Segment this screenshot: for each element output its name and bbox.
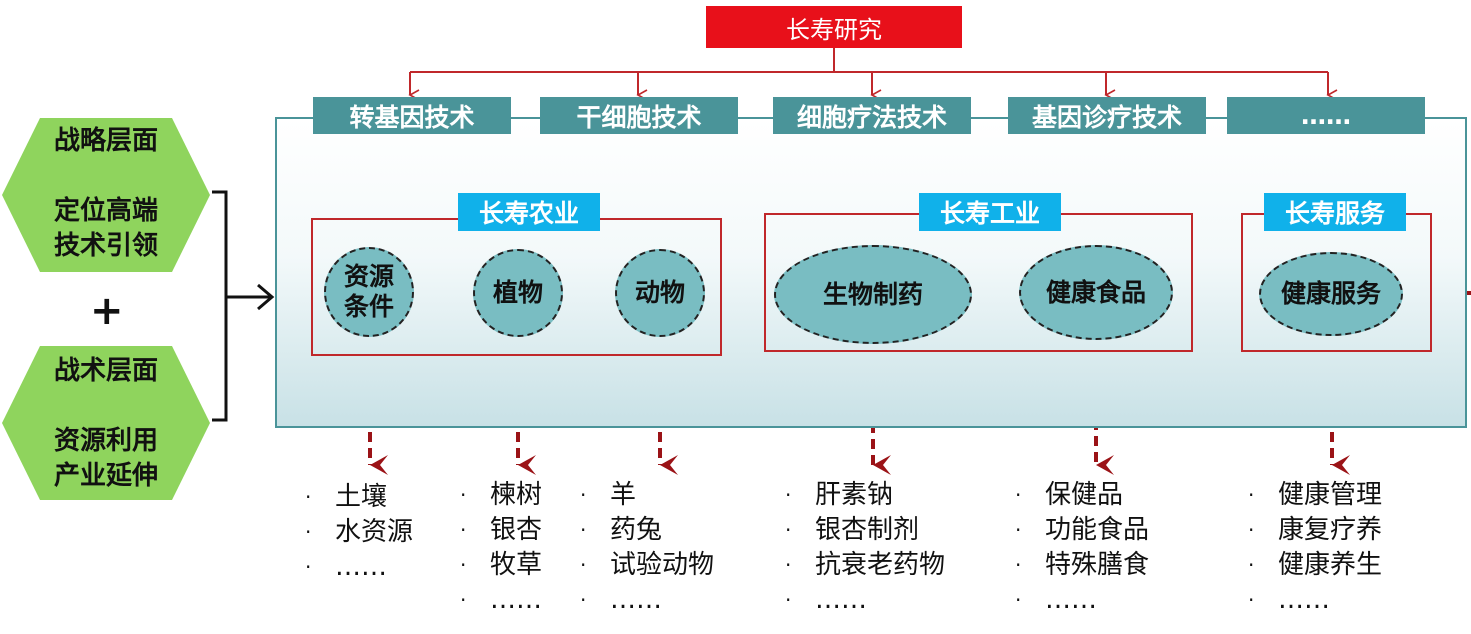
- list-item: ·试验动物: [580, 550, 715, 580]
- node-service: 健康服务: [1259, 252, 1403, 336]
- list-pharma: ·肝素钠 ·银杏制剂 ·抗衰老药物 ·……: [785, 478, 945, 618]
- tech-cell-therapy: 细胞疗法技术: [773, 97, 971, 134]
- node-food: 健康食品: [1019, 245, 1173, 340]
- strategic-title: 战略层面: [53, 126, 158, 156]
- node-resources-line1: 资源: [343, 262, 394, 291]
- list-item: ·水资源: [305, 517, 414, 547]
- list-item: ·……: [460, 585, 542, 615]
- list-item: ·康复疗养: [1248, 515, 1383, 545]
- group-label-service: 长寿服务: [1264, 193, 1406, 231]
- list-item: ·健康养生: [1248, 550, 1383, 580]
- list-item: ·……: [580, 585, 662, 615]
- tech-more: ……: [1227, 97, 1425, 134]
- list-item: ·……: [785, 585, 867, 615]
- tactical-line2: 产业延伸: [53, 461, 158, 491]
- hex-strategic: [2, 118, 210, 272]
- node-plants: 植物: [473, 249, 563, 337]
- list-item: ·羊: [580, 480, 637, 510]
- list-item: ·银杏: [460, 515, 543, 545]
- node-resources: 资源 条件: [324, 247, 414, 337]
- list-resources: ·土壤 ·水资源 ·……: [305, 480, 413, 585]
- hex-tactical: [2, 346, 210, 500]
- list-item: ·……: [1015, 585, 1097, 615]
- plus-sign: +: [90, 288, 124, 334]
- list-item: ·功能食品: [1015, 515, 1150, 545]
- list-item: ·牧草: [460, 550, 543, 580]
- list-food: ·保健品 ·功能食品 ·特殊膳食 ·……: [1015, 478, 1149, 618]
- list-item: ·保健品: [1015, 480, 1124, 510]
- node-pharma: 生物制药: [774, 245, 972, 344]
- list-item: ·银杏制剂: [785, 515, 920, 545]
- node-resources-line2: 条件: [343, 292, 394, 321]
- list-item: ·土壤: [305, 482, 388, 512]
- list-plants: ·楝树 ·银杏 ·牧草 ·……: [460, 478, 542, 618]
- list-item: ·……: [1248, 585, 1330, 615]
- left-bracket: [212, 190, 275, 422]
- list-item: ·健康管理: [1248, 480, 1383, 510]
- tech-transgenic: 转基因技术: [313, 97, 511, 134]
- tactical-line1: 资源利用: [53, 426, 158, 456]
- title-branch-lines: [408, 48, 1338, 101]
- strategic-line1: 定位高端: [53, 196, 158, 226]
- list-item: ·药兔: [580, 515, 663, 545]
- list-animals: ·羊 ·药兔 ·试验动物 ·……: [580, 478, 714, 618]
- list-item: ·楝树: [460, 480, 543, 510]
- strategic-line2: 技术引领: [53, 231, 158, 261]
- list-item: ·抗衰老药物: [785, 550, 946, 580]
- group-label-industry: 长寿工业: [919, 193, 1061, 231]
- node-animals: 动物: [615, 249, 705, 337]
- list-item: ·特殊膳食: [1015, 550, 1150, 580]
- list-service: ·健康管理 ·康复疗养 ·健康养生 ·……: [1248, 478, 1382, 618]
- tech-stem-cell: 干细胞技术: [540, 97, 738, 134]
- list-item: ·肝素钠: [785, 480, 894, 510]
- title-box: 长寿研究: [706, 6, 962, 48]
- tech-gene-diagnosis: 基因诊疗技术: [1008, 97, 1206, 134]
- tactical-title: 战术层面: [53, 356, 158, 386]
- list-item: ·……: [305, 552, 387, 582]
- group-label-agriculture: 长寿农业: [458, 193, 600, 231]
